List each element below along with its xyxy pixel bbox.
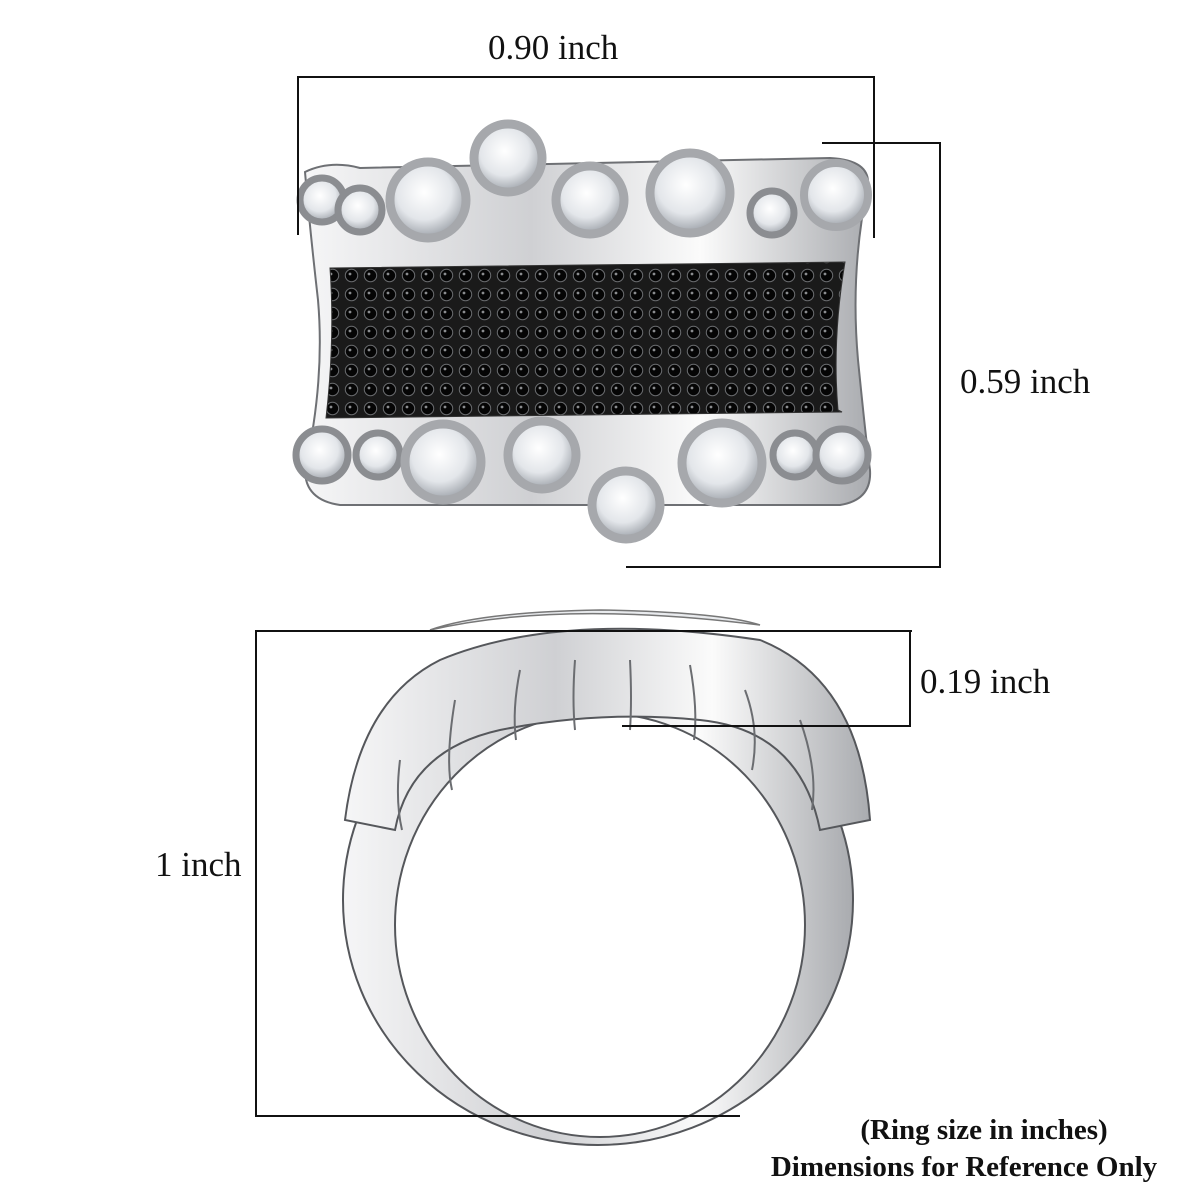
ring-top-view xyxy=(292,119,872,544)
bottom-stones xyxy=(292,416,872,544)
ring-side-view xyxy=(342,609,872,1146)
ring-size-note: (Ring size in inches) xyxy=(860,1114,1108,1146)
width-dimension-line xyxy=(297,76,875,238)
reference-note: Dimensions for Reference Only xyxy=(770,1151,1158,1183)
height-label: 0.59 inch xyxy=(960,362,1091,401)
band-label: 0.19 inch xyxy=(920,662,1051,701)
total-height-dimension-line xyxy=(255,630,912,1117)
total-height-label: 1 inch xyxy=(155,845,242,884)
top-stones xyxy=(296,119,872,243)
height-dimension-line xyxy=(626,142,941,568)
width-label: 0.90 inch xyxy=(488,28,619,67)
dimension-lines xyxy=(255,76,941,1117)
